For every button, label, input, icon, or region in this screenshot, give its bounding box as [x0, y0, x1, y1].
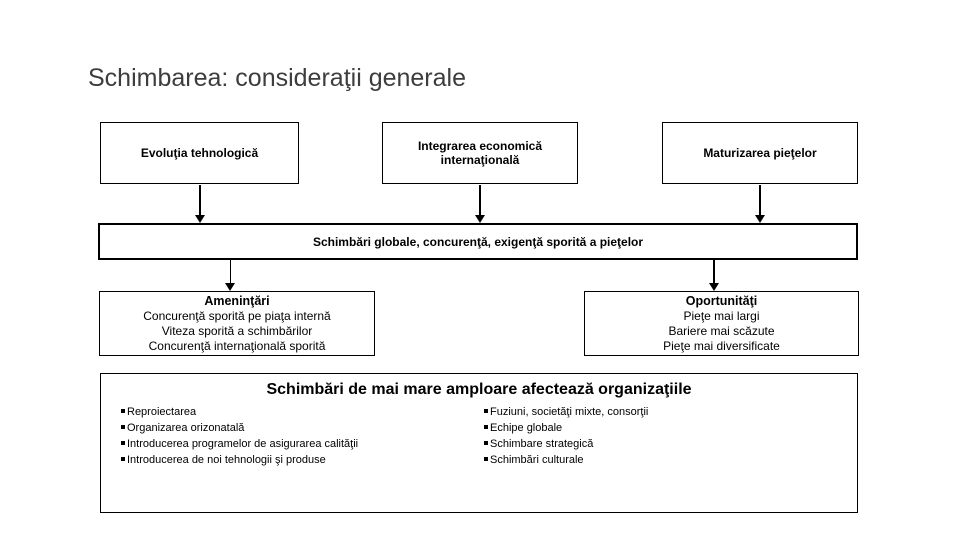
arrow-line: [759, 185, 761, 215]
opportunities-item: Pieţe mai largi: [683, 309, 760, 323]
arrow-line: [229, 258, 231, 283]
changes-left-list: Reproiectarea Organizarea orizonatală In…: [121, 407, 358, 471]
box-evolutia-tehnologica: Evoluţia tehnologică: [100, 122, 299, 184]
box-maturizarea-label: Maturizarea pieţelor: [703, 146, 817, 160]
box-evolutia-label: Evoluţia tehnologică: [140, 146, 259, 160]
list-item-label: Schimbări culturale: [490, 454, 584, 466]
list-item: Echipe globale: [484, 423, 648, 434]
page-title: Schimbarea: consideraţii generale: [88, 64, 466, 92]
bullet-icon: [121, 441, 125, 445]
threats-title: Ameninţări: [204, 294, 270, 308]
arrow-head: [225, 283, 235, 291]
changes-title: Schimbări de mai mare amploare afectează…: [266, 381, 692, 398]
arrow-down-icon: [709, 258, 719, 291]
bullet-icon: [484, 425, 488, 429]
arrow-head: [475, 215, 485, 223]
bullet-icon: [121, 425, 125, 429]
list-item-label: Organizarea orizonatală: [127, 422, 245, 434]
bullet-icon: [484, 441, 488, 445]
box-schimbari-ample: Schimbări de mai mare amploare afectează…: [100, 373, 858, 513]
opportunities-item: Bariere mai scăzute: [668, 324, 775, 338]
bullet-icon: [484, 457, 488, 461]
list-item: Introducerea de noi tehnologii şi produs…: [121, 455, 358, 466]
box-maturizarea-pietelor: Maturizarea pieţelor: [662, 122, 858, 184]
bullet-icon: [121, 457, 125, 461]
changes-right-list: Fuziuni, societăţi mixte, consorţii Echi…: [484, 407, 648, 471]
threats-item: Viteza sporită a schimbărilor: [161, 324, 313, 338]
list-item-label: Introducerea programelor de asigurarea c…: [127, 438, 359, 450]
arrow-down-icon: [225, 258, 235, 291]
bullet-icon: [484, 409, 488, 413]
list-item: Fuziuni, societăţi mixte, consorţii: [484, 407, 648, 418]
list-item: Schimbări culturale: [484, 455, 648, 466]
arrow-line: [479, 185, 481, 215]
list-item: Organizarea orizonatală: [121, 423, 358, 434]
threats-item: Concurenţă sporită pe piaţa internă: [143, 309, 331, 323]
list-item: Schimbare strategică: [484, 439, 648, 450]
arrow-head: [709, 283, 719, 291]
box-integrarea-label: Integrarea economică internaţională: [417, 139, 543, 167]
arrow-down-icon: [195, 185, 205, 223]
opportunities-item: Pieţe mai diversificate: [663, 339, 780, 353]
list-item: Reproiectarea: [121, 407, 358, 418]
list-item-label: Introducerea de noi tehnologii şi produs…: [127, 454, 326, 466]
threats-item: Concurenţă internaţională sporită: [148, 339, 326, 353]
arrow-down-icon: [755, 185, 765, 223]
box-amenintari: Ameninţări Concurenţă sporită pe piaţa i…: [99, 291, 375, 356]
opportunities-title: Oportunităţi: [685, 294, 758, 308]
bullet-icon: [121, 409, 125, 413]
arrow-head: [195, 215, 205, 223]
arrow-line: [199, 185, 201, 215]
list-item-label: Fuziuni, societăţi mixte, consorţii: [490, 406, 649, 418]
list-item-label: Schimbare strategică: [490, 438, 594, 450]
box-schimbari-globale: Schimbări globale, concurenţă, exigenţă …: [98, 223, 858, 260]
list-item-label: Echipe globale: [490, 422, 563, 434]
list-item: Introducerea programelor de asigurarea c…: [121, 439, 358, 450]
box-oportunitati: Oportunităţi Pieţe mai largi Bariere mai…: [584, 291, 859, 356]
box-integrarea-economica: Integrarea economică internaţională: [382, 122, 578, 184]
list-item-label: Reproiectarea: [127, 406, 197, 418]
arrow-down-icon: [475, 185, 485, 223]
arrow-line: [713, 258, 715, 283]
box-global-label: Schimbări globale, concurenţă, exigenţă …: [312, 234, 644, 249]
arrow-head: [755, 215, 765, 223]
